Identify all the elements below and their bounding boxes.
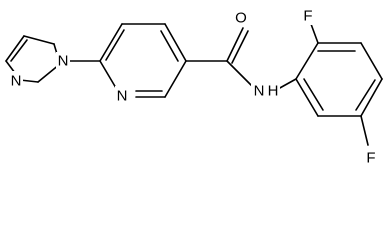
- atom-label-fluorine-meta: F: [364, 149, 378, 167]
- atom-label-amide-nh: N H: [251, 81, 280, 100]
- molecule-structure-diagram: N N N O N H F F: [5, 7, 383, 167]
- svg-text:N: N: [58, 53, 69, 70]
- atom-label-carbonyl-o: O: [233, 8, 249, 27]
- atom-label-pyridine-n: N: [115, 86, 129, 105]
- amide-linker: [185, 27, 297, 90]
- atom-label-fluorine-ortho: F: [301, 7, 315, 25]
- svg-text:H: H: [268, 83, 279, 100]
- pyridine-ring: [66, 23, 187, 98]
- svg-text:F: F: [303, 8, 312, 25]
- svg-text:N: N: [254, 83, 265, 100]
- svg-text:O: O: [235, 10, 247, 27]
- svg-text:F: F: [366, 150, 375, 167]
- svg-text:N: N: [11, 73, 22, 90]
- atom-label-pyrazole-n1: N: [56, 52, 70, 70]
- atom-label-pyrazole-n2: N: [9, 71, 23, 90]
- svg-text:N: N: [117, 88, 128, 105]
- difluorophenyl-ring: [295, 23, 383, 146]
